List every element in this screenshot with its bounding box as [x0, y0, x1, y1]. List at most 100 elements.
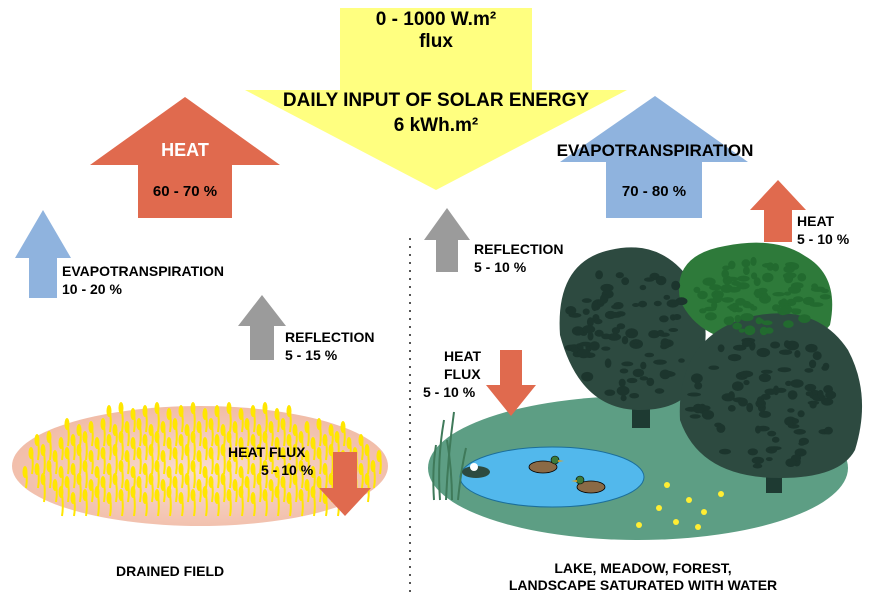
leaf-cluster: [616, 323, 626, 330]
grain-ear: [262, 460, 268, 472]
grain-ear: [274, 486, 280, 498]
grain-ear: [238, 437, 244, 449]
leaf-cluster: [764, 327, 774, 334]
leaf-cluster: [621, 361, 634, 367]
leaf-cluster: [741, 259, 751, 268]
grain-ear: [166, 408, 172, 420]
grain-ear: [76, 473, 82, 485]
leaf-cluster: [820, 288, 829, 294]
grain-ear: [280, 418, 286, 430]
grain-ear: [100, 476, 106, 488]
leaf-cluster: [704, 306, 717, 312]
solar-input-arrow: [245, 8, 627, 190]
leaf-cluster: [655, 275, 667, 286]
heat-title-field: HEAT: [161, 140, 209, 160]
reflection-title-landscape: REFLECTION: [474, 241, 564, 257]
leaf-cluster: [750, 256, 757, 266]
grain-ear: [256, 424, 262, 436]
heat-title-landscape: HEAT: [797, 213, 835, 229]
leaf-cluster: [821, 365, 829, 371]
leaf-cluster: [760, 393, 771, 400]
grain-ear: [316, 418, 322, 430]
leaf-cluster: [640, 361, 647, 370]
grain-ear: [346, 437, 352, 449]
grain-ear: [328, 424, 334, 436]
leaf-cluster: [811, 283, 818, 290]
leaf-cluster: [762, 263, 774, 268]
grain-ear: [40, 444, 46, 456]
grain-ear: [148, 473, 154, 485]
leaf-cluster: [659, 369, 671, 380]
leaf-cluster: [725, 276, 739, 282]
grain-ear: [148, 444, 154, 456]
leaf-cluster: [618, 378, 626, 387]
grain-ear: [178, 463, 184, 475]
grain-ear: [286, 463, 292, 475]
leaf-cluster: [750, 305, 758, 311]
leaf-cluster: [805, 343, 818, 353]
grain-ear: [208, 418, 214, 430]
leaf-cluster: [697, 290, 708, 300]
grain-ear: [316, 476, 322, 488]
grain-ear: [34, 434, 40, 446]
leaf-cluster: [712, 292, 723, 303]
leaf-cluster: [593, 318, 603, 325]
grain-ear: [232, 450, 238, 462]
grain-ear: [238, 466, 244, 478]
grain-ear: [184, 444, 190, 456]
grain-ear: [250, 434, 256, 446]
grain-ear: [286, 405, 292, 417]
leaf-cluster: [621, 336, 629, 345]
leaf-cluster: [632, 368, 645, 378]
leaf-cluster: [790, 379, 804, 388]
leaf-cluster: [663, 294, 671, 300]
grain-ear: [22, 466, 28, 478]
grain-ear: [184, 473, 190, 485]
solar-flux-word: flux: [419, 31, 453, 52]
leaf-cluster: [785, 458, 797, 468]
leaf-cluster: [693, 286, 701, 293]
leaf-cluster: [616, 385, 630, 396]
leaf-cluster: [692, 403, 704, 414]
reflection-title-field: REFLECTION: [285, 329, 375, 345]
leaf-cluster: [582, 308, 590, 315]
grain-ear: [136, 447, 142, 459]
leaf-cluster: [632, 303, 640, 307]
grain-ear: [310, 437, 316, 449]
leaf-cluster: [565, 306, 577, 315]
grain-ear: [274, 408, 280, 420]
leaf-cluster: [644, 277, 655, 282]
heat-flux-arrow-landscape: [486, 350, 536, 416]
leaf-cluster: [782, 272, 796, 280]
grain-ear: [220, 424, 226, 436]
leaf-cluster: [765, 457, 773, 462]
grain-ear: [178, 434, 184, 446]
leaf-cluster: [717, 344, 725, 353]
leaf-cluster: [638, 300, 647, 308]
leaf-cluster: [812, 351, 822, 361]
leaf-cluster: [757, 287, 768, 294]
duck: [528, 455, 564, 474]
grain-ear: [118, 489, 124, 501]
grain-ear: [268, 421, 274, 433]
leaf-cluster: [705, 312, 717, 321]
leaf-cluster: [752, 463, 763, 469]
grain-ear: [256, 473, 262, 485]
landscape-caption-line1: LAKE, MEADOW, FOREST,: [554, 560, 732, 576]
grain-ear: [262, 431, 268, 443]
leaf-cluster: [587, 331, 594, 341]
leaf-cluster: [666, 299, 679, 308]
leaf-cluster: [762, 272, 774, 283]
grain-ear: [148, 424, 154, 436]
grain-ear: [166, 466, 172, 478]
heat-arrow-field: [90, 97, 280, 218]
heat-flux-line1-landscape: HEAT: [444, 348, 482, 364]
leaf-cluster: [694, 381, 703, 390]
leaf-cluster: [794, 448, 807, 457]
leaf-cluster: [732, 381, 744, 392]
grain-ear: [172, 476, 178, 488]
grain-ear: [304, 421, 310, 433]
leaf-cluster: [824, 426, 833, 435]
leaf-cluster: [600, 283, 614, 292]
leaf-cluster: [798, 314, 811, 323]
